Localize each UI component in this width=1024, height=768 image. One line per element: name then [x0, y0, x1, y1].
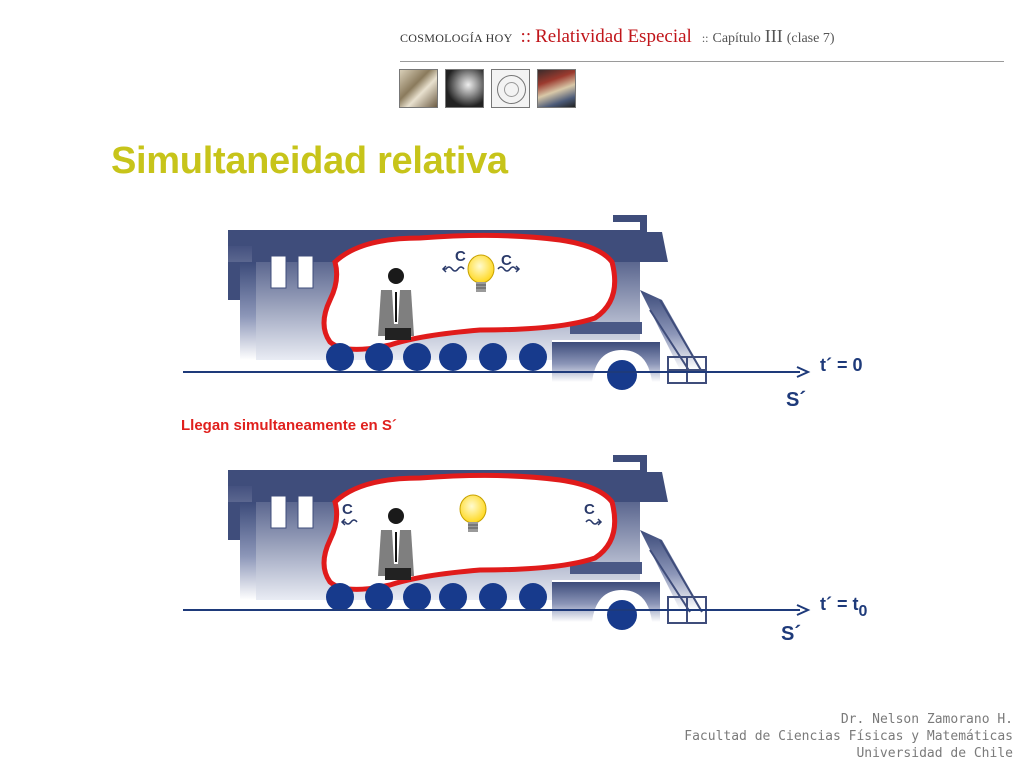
header-separator: ::	[520, 26, 532, 47]
thumbnail-strip	[399, 69, 576, 108]
slide-title: Simultaneidad relativa	[111, 140, 508, 182]
header-class: (clase 7)	[786, 31, 835, 46]
light-right-label-top: C	[501, 252, 512, 269]
train-top	[228, 215, 706, 390]
author-footer: Dr. Nelson Zamorano H. Facultad de Cienc…	[684, 711, 1013, 762]
footer-faculty: Facultad de Ciencias Físicas y Matemátic…	[684, 729, 1013, 744]
header-separator-small: ::	[701, 31, 709, 45]
wave-right-bottom	[585, 518, 603, 526]
time-label-bottom-sub: 0	[859, 603, 868, 620]
engraving-thumbnail[interactable]	[399, 69, 438, 108]
orbit-diagram-thumbnail[interactable]	[491, 69, 530, 108]
wave-left-bottom	[340, 518, 358, 526]
footer-university: Universidad de Chile	[856, 746, 1013, 761]
header-course: Relatividad Especial	[535, 26, 692, 47]
axis-bottom-arrow	[796, 604, 811, 616]
time-label-bottom: t´ = t0	[820, 594, 868, 620]
header-divider	[400, 61, 1004, 62]
header-chapter-number: III	[764, 26, 783, 46]
header-chapter: Capítulo	[712, 31, 761, 46]
footer-author: Dr. Nelson Zamorano H.	[840, 712, 1013, 727]
frame-label-bottom: S´	[781, 623, 801, 645]
header-brand: COSMOLOGÍA HOY	[400, 31, 513, 45]
bulb-top-icon	[467, 254, 495, 292]
galaxy-thumbnail[interactable]	[445, 69, 484, 108]
frame-label-top: S´	[786, 389, 806, 411]
bulb-bottom-icon	[459, 494, 487, 532]
train-bottom	[228, 455, 706, 630]
light-right-label-bottom: C	[584, 501, 595, 518]
wave-left-top	[441, 265, 465, 273]
time-label-top: t´ = 0	[820, 355, 863, 375]
time-label-bottom-main: t´ = t	[820, 594, 859, 614]
simultaneity-caption: Llegan simultaneamente en S´	[181, 417, 397, 434]
painting-thumbnail[interactable]	[537, 69, 576, 108]
light-left-label-bottom: C	[342, 501, 353, 518]
wave-right-top	[497, 265, 521, 273]
axis-top-arrow	[796, 366, 811, 378]
light-left-label-top: C	[455, 248, 466, 265]
slide-header: COSMOLOGÍA HOY :: Relatividad Especial :…	[400, 26, 1004, 56]
